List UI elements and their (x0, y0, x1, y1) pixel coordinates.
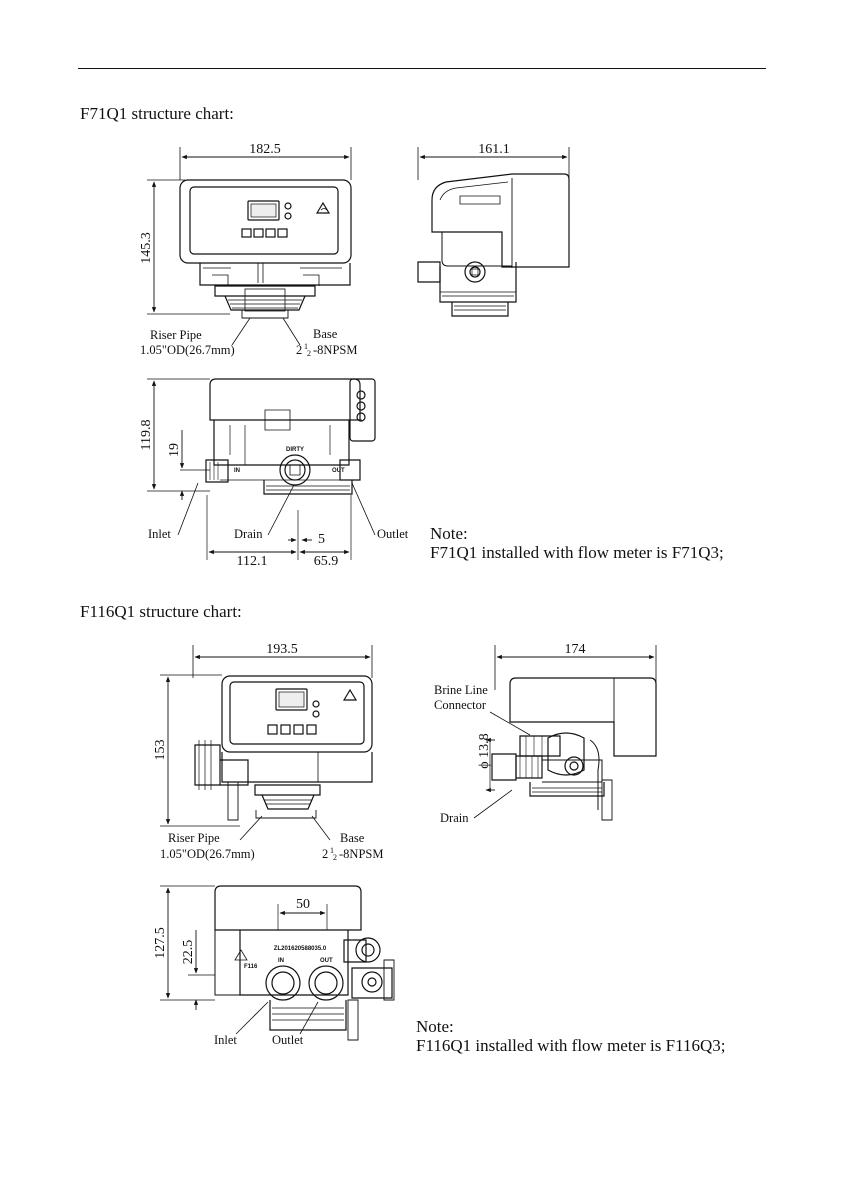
f71q1-port-out: OUT (332, 468, 345, 474)
f71q1-bottom-view (147, 378, 376, 560)
f116q1-port-in: IN (278, 958, 284, 964)
f116q1-riser-spec: 1.05"OD(26.7mm) (160, 847, 255, 861)
f71q1-side-width-dim: 161.1 (478, 142, 510, 157)
section-heading-f116q1: F116Q1 structure chart: (80, 602, 242, 621)
f71q1-port-dirty: DIRTY (286, 447, 304, 453)
f116q1-base-label: Base (340, 831, 365, 845)
f71q1-front-leaders (231, 317, 301, 346)
f116q1-port-out: OUT (320, 958, 333, 964)
f71q1-base-spec: 2 1 2 -8NPSM (296, 342, 357, 358)
f116q1-front-view (160, 645, 373, 827)
note-f116q1: Note: F116Q1 installed with flow meter i… (416, 1017, 725, 1055)
f116q1-brine-label: Brine Line (434, 683, 488, 697)
f116q1-front-height-dim: 153 (153, 740, 168, 761)
f71q1-inlet-label: Inlet (148, 527, 171, 541)
f116q1-front-width-dim: 193.5 (266, 642, 298, 657)
f71q1-side-view (417, 147, 570, 317)
f116q1-side-drain-label: Drain (440, 811, 469, 825)
svg-text:2: 2 (296, 343, 302, 357)
svg-text:2: 2 (333, 853, 337, 862)
f116q1-side-width-dim: 174 (565, 642, 586, 657)
f116q1-bottom-height-dim: 127.5 (153, 927, 168, 959)
note-text: F71Q1 installed with flow meter is F71Q3… (430, 543, 724, 562)
f116q1-model-tag: F116 (244, 964, 258, 970)
f71q1-drain-label: Drain (234, 527, 263, 541)
svg-text:-8NPSM: -8NPSM (313, 343, 357, 357)
svg-text:1: 1 (304, 342, 308, 351)
f71q1-drain-dim: 5 (318, 532, 325, 547)
f71q1-outlet-label: Outlet (377, 527, 409, 541)
f71q1-front-view (147, 147, 352, 319)
note-title: Note: (416, 1017, 454, 1036)
f116q1-outlet-label: Outlet (272, 1033, 304, 1047)
note-f71q1: Note: F71Q1 installed with flow meter is… (430, 524, 724, 562)
f116q1-serial: ZL201620588035.0 (274, 946, 327, 952)
f116q1-bottom-offset-dim: 22.5 (181, 940, 196, 965)
f116q1-base-spec: 2 1 2 -8NPSM (322, 846, 383, 862)
f71q1-front-height-dim: 145.3 (139, 232, 154, 264)
f71q1-riser-label: Riser Pipe (150, 328, 202, 342)
f116q1-spacing-dim: 50 (296, 897, 310, 912)
f116q1-brine-connector-label: Connector (434, 698, 487, 712)
svg-text:2: 2 (307, 349, 311, 358)
svg-text:-8NPSM: -8NPSM (339, 847, 383, 861)
f71q1-riser-spec: 1.05"OD(26.7mm) (140, 343, 235, 357)
f71q1-front-width-dim: 182.5 (249, 142, 281, 157)
f116q1-phi-dim: ϕ 13.8 (477, 733, 492, 768)
section-heading-f71q1: F71Q1 structure chart: (80, 104, 234, 123)
f116q1-bottom-view (160, 885, 395, 1041)
f116q1-riser-label: Riser Pipe (168, 831, 220, 845)
f71q1-bottom-offset-dim: 19 (167, 443, 182, 457)
svg-text:1: 1 (330, 846, 334, 855)
f71q1-left-dim: 112.1 (237, 554, 268, 569)
note-title: Note: (430, 524, 468, 543)
f71q1-bottom-height-dim: 119.8 (139, 420, 154, 451)
note-text: F116Q1 installed with flow meter is F116… (416, 1036, 726, 1055)
f116q1-inlet-label: Inlet (214, 1033, 237, 1047)
svg-text:2: 2 (322, 847, 328, 861)
header-rule (78, 68, 766, 69)
f116q1-side-view (473, 645, 657, 821)
f116q1-front-leaders (239, 815, 331, 841)
f71q1-right-dim: 65.9 (314, 554, 339, 569)
f71q1-base-label: Base (313, 327, 338, 341)
f71q1-port-in: IN (234, 468, 240, 474)
